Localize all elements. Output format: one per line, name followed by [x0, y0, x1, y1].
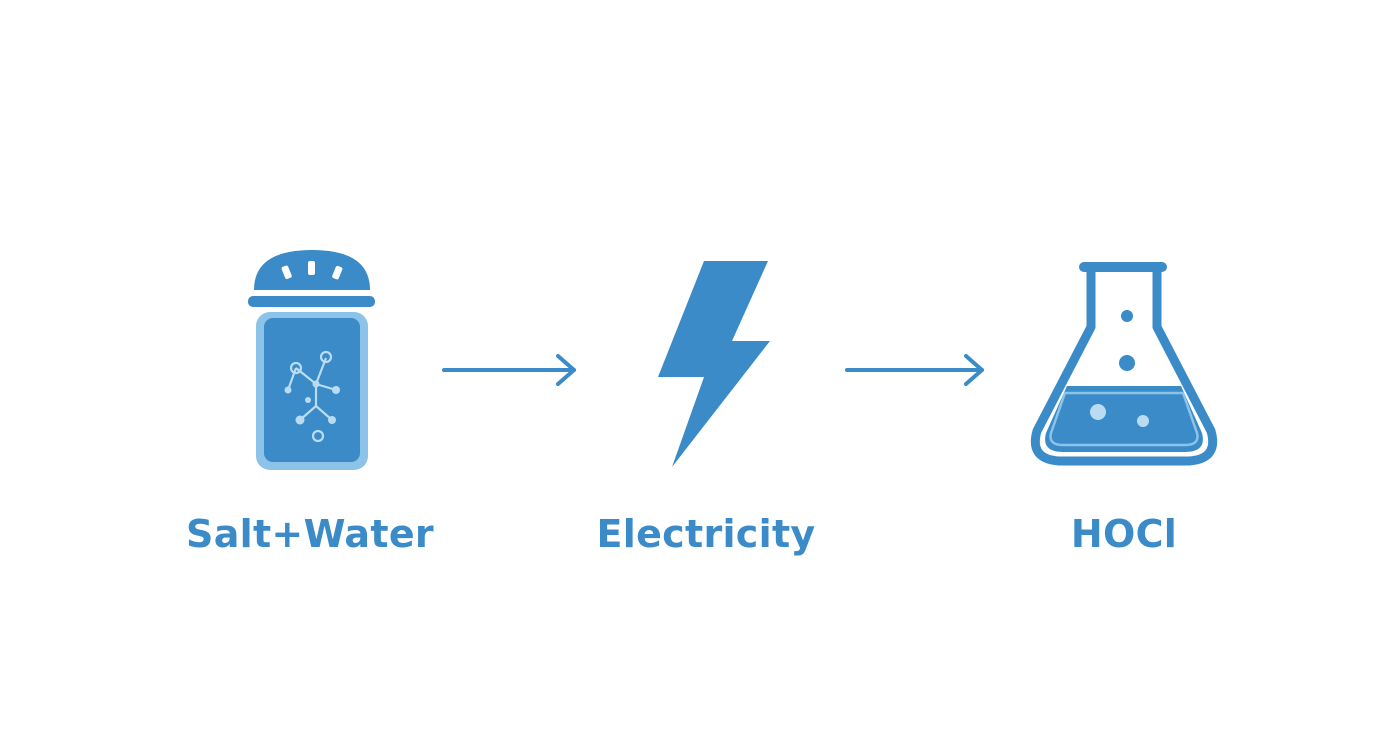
- step-label-hocl: HOCl: [1070, 512, 1178, 556]
- arrow-right-icon: [845, 354, 984, 386]
- lightning-bolt-icon: [658, 261, 770, 467]
- step-label-salt-water: Salt+Water: [186, 512, 434, 556]
- shaker-rim: [248, 296, 375, 307]
- step-label-electricity: Electricity: [596, 512, 816, 556]
- arrow-right-icon: [442, 354, 576, 386]
- flask-liquid: [1045, 386, 1203, 452]
- salt-shaker-icon: [248, 250, 375, 470]
- flask-icon: [1030, 262, 1218, 466]
